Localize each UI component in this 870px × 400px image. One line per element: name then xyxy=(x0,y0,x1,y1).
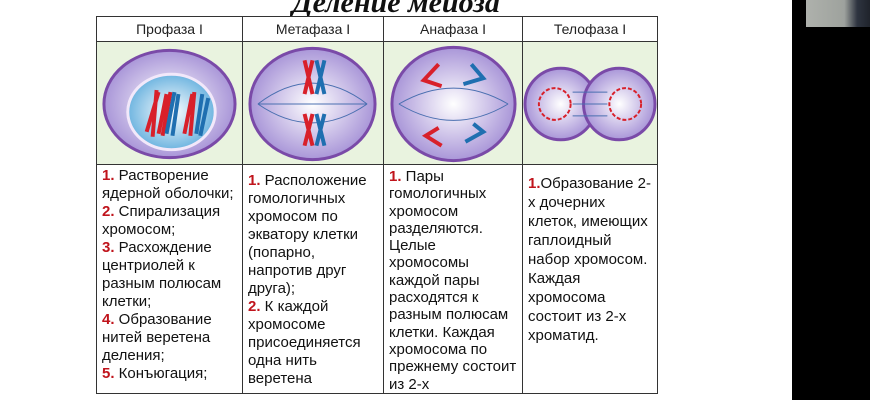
anaphase-description: 1. Пары гомологичных хромосом разделяютс… xyxy=(383,164,523,394)
slide: Деление мейоза Профаза I Метафаза I Анаф… xyxy=(0,0,792,400)
header-anaphase: Анафаза I xyxy=(383,16,523,42)
header-telophase: Телофаза I xyxy=(522,16,658,42)
meiosis-table: Профаза I Метафаза I Анафаза I Телофаза … xyxy=(96,16,658,394)
slide-title: Деление мейоза xyxy=(292,0,500,19)
header-prophase: Профаза I xyxy=(96,16,243,42)
list-item: 3. Расхождение центриолей к разным полюс… xyxy=(102,239,222,310)
metaphase-description: 1. Расположение гомологичных хромосом по… xyxy=(242,164,384,394)
telophase-description: 1.Образование 2-х дочерних клеток, имеющ… xyxy=(522,164,658,394)
list-item: 1.Образование 2-х дочерних клеток, имеющ… xyxy=(528,175,651,344)
list-item: 1. Пары гомологичных хромосом разделяютс… xyxy=(389,168,517,393)
prophase-description: 1. Растворение ядерной оболочки; 2. Спир… xyxy=(96,164,243,394)
list-item: 5. Конъюгация; xyxy=(102,365,208,382)
webcam-video xyxy=(806,0,870,27)
list-item: 4. Образование нитей веретена деления; xyxy=(102,311,212,364)
telophase-image xyxy=(522,41,658,165)
list-item: 1. Расположение гомологичных хромосом по… xyxy=(248,172,367,297)
prophase-image xyxy=(96,41,243,165)
anaphase-image xyxy=(383,41,523,165)
metaphase-image xyxy=(242,41,384,165)
list-item: 1. Растворение ядерной оболочки; xyxy=(102,167,234,202)
header-metaphase: Метафаза I xyxy=(242,16,384,42)
list-item: 2. К каждой хромосоме присоединяется одн… xyxy=(248,298,361,387)
list-item: 2. Спирализация хромосом; xyxy=(102,203,221,238)
